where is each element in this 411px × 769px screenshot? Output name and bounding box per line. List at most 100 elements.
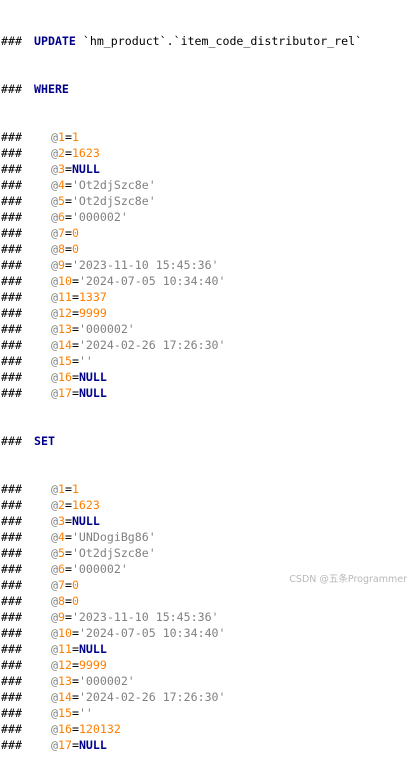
update-keyword: UPDATE xyxy=(34,34,76,48)
param-at-sign: @ xyxy=(51,210,58,224)
param-at-sign: @ xyxy=(51,674,58,688)
param-at-sign: @ xyxy=(51,642,58,656)
binlog-code-view: ### UPDATE `hm_product`.`item_code_distr… xyxy=(0,33,411,752)
line-prefix: ### xyxy=(1,530,22,544)
param-at-sign: @ xyxy=(51,546,58,560)
param-line: ###@17=NULL xyxy=(0,737,411,753)
param: @16=NULL xyxy=(34,369,107,385)
param-index: 14 xyxy=(57,338,72,352)
line-prefix: ### xyxy=(1,34,22,48)
param-index: 2 xyxy=(57,498,65,512)
param-equals: = xyxy=(64,482,72,496)
param-equals: = xyxy=(71,706,79,720)
param-at-sign: @ xyxy=(51,242,58,256)
param-value: '000002' xyxy=(71,210,128,224)
param-line: ### @8=0 xyxy=(0,241,411,257)
param-at-sign: @ xyxy=(51,338,58,352)
param: @7=0 xyxy=(34,225,79,241)
param-at-sign: @ xyxy=(51,178,58,192)
line-prefix: ### xyxy=(1,290,22,304)
line-prefix: ### xyxy=(1,242,22,256)
param-equals: = xyxy=(64,530,72,544)
param-at-sign: @ xyxy=(51,626,58,640)
param-line: ###@9='2023-11-10 15:45:36' xyxy=(0,609,411,625)
line-prefix: ### xyxy=(1,354,22,368)
param-index: 3 xyxy=(57,162,65,176)
param-index: 15 xyxy=(57,354,72,368)
line-prefix: ### xyxy=(1,178,22,192)
param-line: ###@14='2024-02-26 17:26:30' xyxy=(0,689,411,705)
param-at-sign: @ xyxy=(51,514,58,528)
param-value: '' xyxy=(78,354,93,368)
param: @15='' xyxy=(34,705,93,721)
param-value: NULL xyxy=(78,738,107,752)
param: @15='' xyxy=(34,353,93,369)
param-at-sign: @ xyxy=(51,498,58,512)
param-equals: = xyxy=(71,738,79,752)
line-prefix: ### xyxy=(1,82,22,96)
param-at-sign: @ xyxy=(51,386,58,400)
line-prefix: ### xyxy=(1,194,22,208)
param-value: '000002' xyxy=(71,562,128,576)
param: @8=0 xyxy=(34,593,79,609)
line-prefix: ### xyxy=(1,738,22,752)
param: @13='000002' xyxy=(34,321,135,337)
param-at-sign: @ xyxy=(51,562,58,576)
param-index: 13 xyxy=(57,674,72,688)
line-prefix: ### xyxy=(1,482,22,496)
set-line: ### SET xyxy=(0,433,411,449)
param-line: ###@5='Ot2djSzc8e' xyxy=(0,545,411,561)
param-value: 'Ot2djSzc8e' xyxy=(71,546,156,560)
param: @11=1337 xyxy=(34,289,107,305)
param: @9='2023-11-10 15:45:36' xyxy=(34,257,219,273)
param-line: ###@13='000002' xyxy=(0,321,411,337)
param-equals: = xyxy=(64,258,72,272)
param-equals: = xyxy=(71,722,79,736)
param-line: ### @15='' xyxy=(0,353,411,369)
set-params: ###@1=1###@2=1623###@3=NULL###@4='UNDogi… xyxy=(0,481,411,753)
param-index: 6 xyxy=(57,562,65,576)
line-prefix: ### xyxy=(1,722,22,736)
line-prefix: ### xyxy=(1,338,22,352)
line-prefix: ### xyxy=(1,642,22,656)
param-line: ###@13='000002' xyxy=(0,673,411,689)
line-prefix: ### xyxy=(1,562,22,576)
param-value: NULL xyxy=(71,162,100,176)
param-at-sign: @ xyxy=(51,610,58,624)
param-line: ### @1=1 xyxy=(0,481,411,497)
param-index: 5 xyxy=(57,194,65,208)
param-equals: = xyxy=(64,194,72,208)
param-equals: = xyxy=(64,226,72,240)
line-prefix: ### xyxy=(1,434,22,448)
param-index: 4 xyxy=(57,530,65,544)
param: @1=1 xyxy=(34,481,79,497)
param-value: NULL xyxy=(71,514,100,528)
line-prefix: ### xyxy=(1,674,22,688)
param-equals: = xyxy=(64,562,72,576)
param-line: ###@2=1623 xyxy=(0,497,411,513)
param-line: ###@4='Ot2djSzc8e' xyxy=(0,177,411,193)
param-at-sign: @ xyxy=(51,226,58,240)
param-index: 10 xyxy=(57,626,72,640)
line-prefix: ### xyxy=(1,162,22,176)
param-index: 17 xyxy=(57,386,72,400)
line-prefix: ### xyxy=(1,146,22,160)
param-at-sign: @ xyxy=(51,594,58,608)
param-line: ###@15='' xyxy=(0,705,411,721)
update-line: ### UPDATE `hm_product`.`item_code_distr… xyxy=(0,33,411,49)
line-prefix: ### xyxy=(1,274,22,288)
param-value: '2024-02-26 17:26:30' xyxy=(78,690,226,704)
param-line: ###@16=120132 xyxy=(0,721,411,737)
param-line: ###@12=9999 xyxy=(0,305,411,321)
param-at-sign: @ xyxy=(51,658,58,672)
param-index: 6 xyxy=(57,210,65,224)
where-params: ###@1=1###@2=1623###@3=NULL###@4='Ot2djS… xyxy=(0,129,411,401)
param-value: NULL xyxy=(78,642,107,656)
param-at-sign: @ xyxy=(51,578,58,592)
param-at-sign: @ xyxy=(51,306,58,320)
line-prefix: ### xyxy=(1,210,22,224)
param: @8=0 xyxy=(34,241,79,257)
param: @12=9999 xyxy=(34,305,107,321)
line-prefix: ### xyxy=(1,690,22,704)
param: @3=NULL xyxy=(34,513,100,529)
